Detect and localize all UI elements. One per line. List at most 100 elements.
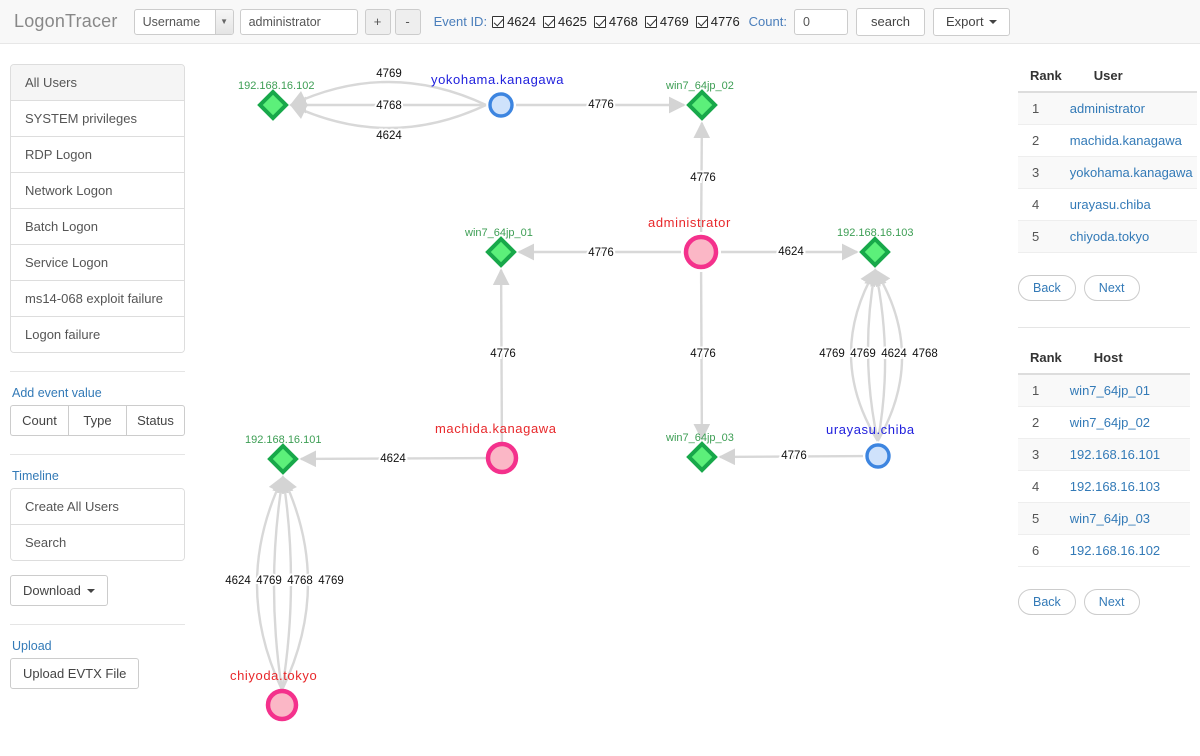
host-diamond-icon[interactable] [485, 236, 517, 268]
graph-node-h_j03[interactable]: win7_64jp_03 [665, 432, 734, 473]
event-id-checkbox-4769[interactable]: 4769 [644, 14, 689, 29]
host-cell[interactable]: win7_64jp_03 [1065, 502, 1190, 535]
host-link[interactable]: 192.168.16.102 [1069, 543, 1161, 558]
graph-edge[interactable] [276, 475, 294, 691]
table-row[interactable]: 1 win7_64jp_01 [1018, 374, 1190, 407]
user-circle-icon[interactable] [865, 443, 891, 469]
table-row[interactable]: 5 win7_64jp_03 [1018, 502, 1190, 535]
graph-node-h_101[interactable]: 192.168.16.101 [245, 434, 321, 475]
graph-edge[interactable] [864, 268, 881, 442]
graph-edge[interactable] [718, 448, 864, 466]
host-cell[interactable]: 192.168.16.102 [1065, 534, 1190, 567]
user-cell[interactable]: administrator [1065, 92, 1197, 125]
user-cell[interactable]: machida.kanagawa [1065, 124, 1197, 157]
user-link[interactable]: urayasu.chiba [1069, 197, 1151, 212]
host-back-button[interactable]: Back [1018, 589, 1076, 615]
export-button[interactable]: Export [933, 7, 1010, 36]
graph-node-h_103[interactable]: 192.168.16.103 [837, 227, 913, 268]
table-row[interactable]: 4 192.168.16.103 [1018, 470, 1190, 503]
host-next-button[interactable]: Next [1083, 589, 1140, 615]
table-row[interactable]: 4 urayasu.chiba [1018, 188, 1197, 221]
host-link[interactable]: 192.168.16.103 [1069, 479, 1161, 494]
graph-edge[interactable] [289, 103, 487, 130]
table-row[interactable]: 3 yokohama.kanagawa [1018, 156, 1197, 189]
graph-node-u_mach[interactable]: machida.kanagawa [435, 421, 557, 475]
sidebar-item-batch-logon[interactable]: Batch Logon [11, 209, 184, 245]
count-input[interactable]: 0 [793, 8, 848, 35]
graph-edge[interactable] [874, 268, 904, 442]
user-cell[interactable]: yokohama.kanagawa [1065, 156, 1197, 189]
host-diamond-icon[interactable] [267, 443, 299, 475]
event-id-checkbox-4624[interactable]: 4624 [492, 14, 536, 29]
graph-edge[interactable] [693, 271, 711, 441]
event-value-count-button[interactable]: Count [10, 405, 68, 436]
graph-node-u_admin[interactable]: administrator [648, 215, 731, 270]
graph-edge[interactable] [255, 475, 285, 691]
search-type-select[interactable]: Username ▼ [133, 8, 234, 35]
user-circle-icon[interactable] [265, 688, 299, 722]
download-button[interactable]: Download [10, 575, 108, 606]
graph-canvas[interactable]: 4769476947684768462446244776477647764776… [190, 44, 1020, 756]
host-link[interactable]: win7_64jp_01 [1069, 383, 1151, 398]
host-diamond-icon[interactable] [859, 236, 891, 268]
user-circle-icon[interactable] [683, 234, 719, 270]
search-term-input[interactable]: administrator [239, 8, 358, 35]
graph-node-h_j01[interactable]: win7_64jp_01 [464, 227, 533, 268]
sidebar-item-service-logon[interactable]: Service Logon [11, 245, 184, 281]
user-circle-icon[interactable] [488, 92, 514, 118]
remove-term-button[interactable]: - [394, 8, 421, 35]
host-link[interactable]: 192.168.16.101 [1069, 447, 1161, 462]
host-cell[interactable]: 192.168.16.101 [1065, 438, 1190, 471]
table-row[interactable]: 5 chiyoda.tokyo [1018, 220, 1197, 253]
graph-edge[interactable] [289, 80, 487, 107]
node-layer[interactable]: 192.168.16.102 yokohama.kanagawa win7_64jp… [230, 72, 915, 722]
search-button[interactable]: search [855, 7, 926, 36]
table-row[interactable]: 1 administrator [1018, 92, 1197, 125]
sidebar-item-network-logon[interactable]: Network Logon [11, 173, 184, 209]
user-back-button[interactable]: Back [1018, 275, 1076, 301]
sidebar-item-all-users[interactable]: All Users [11, 65, 184, 101]
event-id-checkbox-4776[interactable]: 4776 [695, 14, 740, 29]
graph-node-h_j02[interactable]: win7_64jp_02 [665, 80, 734, 121]
graph-node-h_102[interactable]: 192.168.16.102 [238, 80, 314, 121]
graph-edge[interactable] [693, 121, 711, 233]
table-row[interactable]: 2 machida.kanagawa [1018, 124, 1197, 157]
host-diamond-icon[interactable] [257, 89, 289, 121]
host-cell[interactable]: 192.168.16.103 [1065, 470, 1190, 503]
event-id-checkbox-4625[interactable]: 4625 [542, 14, 587, 29]
table-row[interactable]: 6 192.168.16.102 [1018, 534, 1190, 567]
graph-edge[interactable] [280, 475, 310, 691]
table-row[interactable]: 2 win7_64jp_02 [1018, 406, 1190, 439]
host-cell[interactable]: win7_64jp_02 [1065, 406, 1190, 439]
host-diamond-icon[interactable] [686, 441, 718, 473]
event-value-status-button[interactable]: Status [126, 405, 185, 436]
host-link[interactable]: win7_64jp_03 [1069, 511, 1151, 526]
user-link[interactable]: machida.kanagawa [1069, 133, 1182, 148]
graph-node-u_chiy[interactable]: chiyoda.tokyo [230, 668, 317, 722]
table-row[interactable]: 3 192.168.16.101 [1018, 438, 1190, 471]
checkbox-checked-icon[interactable] [644, 15, 657, 28]
graph-node-u_yoko[interactable]: yokohama.kanagawa [431, 72, 564, 118]
graph-edge[interactable] [849, 268, 879, 442]
user-link[interactable]: yokohama.kanagawa [1069, 165, 1193, 180]
upload-evtx-file-button[interactable]: Upload EVTX File [10, 658, 140, 689]
event-value-type-button[interactable]: Type [68, 405, 126, 436]
user-cell[interactable]: chiyoda.tokyo [1065, 220, 1197, 253]
add-term-button[interactable]: + [364, 8, 391, 35]
checkbox-checked-icon[interactable] [593, 15, 606, 28]
checkbox-checked-icon[interactable] [695, 15, 708, 28]
host-diamond-icon[interactable] [686, 89, 718, 121]
user-cell[interactable]: urayasu.chiba [1065, 188, 1197, 221]
timeline-item-search[interactable]: Search [11, 525, 184, 560]
checkbox-checked-icon[interactable] [492, 15, 505, 28]
sidebar-item-ms14-068-exploit-failure[interactable]: ms14-068 exploit failure [11, 281, 184, 317]
user-link[interactable]: administrator [1069, 101, 1145, 116]
sidebar-item-system-privileges[interactable]: SYSTEM privileges [11, 101, 184, 137]
host-cell[interactable]: win7_64jp_01 [1065, 374, 1190, 407]
graph-edge[interactable] [870, 268, 887, 442]
graph-edge[interactable] [492, 268, 510, 444]
host-link[interactable]: win7_64jp_02 [1069, 415, 1151, 430]
graph-edge[interactable] [299, 450, 488, 468]
event-id-checkbox-4768[interactable]: 4768 [593, 14, 638, 29]
